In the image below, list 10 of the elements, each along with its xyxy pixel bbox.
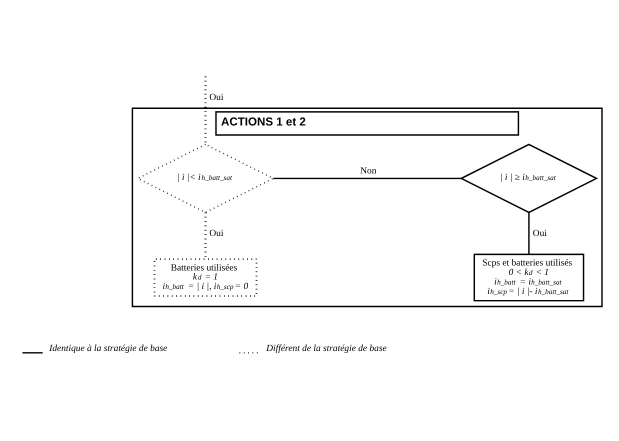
connector: [204, 76, 207, 144]
edge-label: Oui: [209, 92, 224, 103]
connector: [273, 178, 462, 180]
connector: [204, 212, 207, 259]
edge-label: Non: [360, 166, 376, 177]
edge-label: Oui: [209, 228, 224, 239]
legend-label: Différent de la stratégie de base: [266, 344, 387, 354]
edge-label: Oui: [532, 228, 547, 239]
legend-label: Identique à la stratégie de base: [49, 344, 168, 354]
connector: [528, 212, 530, 254]
